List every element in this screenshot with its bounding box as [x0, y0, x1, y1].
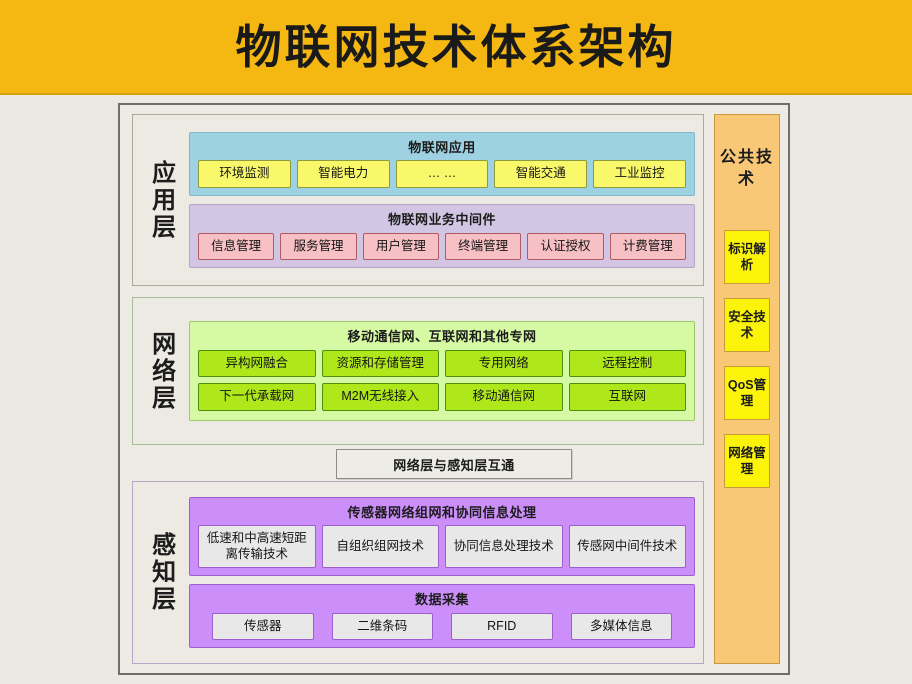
group-title-iot-applications: 物联网应用 [408, 139, 476, 155]
chip-collaborative-information-processing[interactable]: 协同信息处理技术 [445, 525, 563, 569]
chip-row: 下一代承载网 M2M无线接入 移动通信网 互联网 [198, 383, 686, 411]
chip-qr-barcode[interactable]: 二维条码 [331, 612, 433, 641]
group-iot-applications: 物联网应用 环境监测 智能电力 … … 智能交通 工业监控 [189, 131, 695, 196]
chip-sensor[interactable]: 传感器 [212, 612, 314, 641]
chip-billing-management[interactable]: 计费管理 [609, 232, 686, 261]
group-title-mobile-internet-networks: 移动通信网、互联网和其他专网 [347, 329, 537, 345]
chip-dedicated-network[interactable]: 专用网络 [445, 349, 563, 378]
chip-row: 信息管理 服务管理 用户管理 终端管理 认证授权 计费管理 [198, 232, 686, 261]
layer-body-network: 移动通信网、互联网和其他专网 异构网融合 资源和存储管理 专用网络 远程控制 下… [189, 298, 703, 444]
page-title: 物联网技术体系架构 [235, 20, 677, 73]
layer-label-application: 应用层 [133, 115, 189, 285]
pt-chip-qos-management[interactable]: QoS管理 [724, 366, 770, 421]
chip-m2m-wireless-access[interactable]: M2M无线接入 [321, 383, 439, 411]
layer-label-perception: 感知层 [133, 482, 189, 663]
chip-authentication-authorization[interactable]: 认证授权 [527, 232, 604, 261]
chip-terminal-management[interactable]: 终端管理 [444, 232, 522, 261]
chip-user-management[interactable]: 用户管理 [362, 232, 439, 261]
layer-label-application-text: 应用层 [147, 159, 175, 241]
chip-multimedia-information[interactable]: 多媒体信息 [570, 612, 672, 641]
chip-short-range-transmission-technology[interactable]: 低速和中高速短距离传输技术 [198, 525, 316, 569]
public-technology-title: 公共技术 [719, 149, 774, 188]
layer-label-perception-text: 感知层 [147, 532, 175, 613]
title-banner: 物联网技术体系架构 [0, 0, 912, 95]
interconnect-badge: 网络层与感知层互通 [336, 449, 572, 479]
chip-information-management[interactable]: 信息管理 [198, 232, 275, 261]
chip-service-management[interactable]: 服务管理 [280, 232, 357, 261]
layer-perception: 感知层 传感器网络组网和协同信息处理 低速和中高速短距离传输技术 自组织组网技术… [132, 481, 704, 664]
pt-chip-identifier-resolution[interactable]: 标识解析 [724, 230, 770, 285]
group-business-middleware: 物联网业务中间件 信息管理 服务管理 用户管理 终端管理 认证授权 计费管理 [189, 204, 695, 269]
chip-mobile-communication-network[interactable]: 移动通信网 [445, 383, 563, 411]
chip-rfid[interactable]: RFID [451, 612, 553, 641]
chip-remote-control[interactable]: 远程控制 [568, 349, 686, 378]
chip-industrial-monitoring[interactable]: 工业监控 [593, 160, 686, 188]
chip-internet[interactable]: 互联网 [568, 383, 686, 411]
layer-body-application: 物联网应用 环境监测 智能电力 … … 智能交通 工业监控 物联网业务中间件 信… [189, 115, 703, 285]
chip-environment-monitoring[interactable]: 环境监测 [198, 160, 291, 188]
group-sensor-network: 传感器网络组网和协同信息处理 低速和中高速短距离传输技术 自组织组网技术 协同信… [189, 496, 695, 577]
architecture-diagram: 应用层 物联网应用 环境监测 智能电力 … … 智能交通 工业监控 物联网业务中… [118, 103, 790, 675]
group-title-business-middleware: 物联网业务中间件 [387, 212, 496, 227]
layer-body-perception: 传感器网络组网和协同信息处理 低速和中高速短距离传输技术 自组织组网技术 协同信… [189, 482, 703, 663]
chip-sensor-network-middleware-technology[interactable]: 传感网中间件技术 [568, 525, 686, 569]
pt-chip-network-management[interactable]: 网络管理 [724, 434, 770, 489]
chip-row: 传感器 二维条码 RFID 多媒体信息 [198, 612, 686, 641]
pt-chip-security-technology[interactable]: 安全技术 [724, 298, 770, 353]
layer-network: 网络层 移动通信网、互联网和其他专网 异构网融合 资源和存储管理 专用网络 远程… [132, 297, 704, 445]
chip-next-generation-bearer-network[interactable]: 下一代承载网 [198, 383, 316, 411]
group-mobile-internet-networks: 移动通信网、互联网和其他专网 异构网融合 资源和存储管理 专用网络 远程控制 下… [189, 321, 695, 421]
layer-application: 应用层 物联网应用 环境监测 智能电力 … … 智能交通 工业监控 物联网业务中… [132, 114, 704, 286]
chip-row: 环境监测 智能电力 … … 智能交通 工业监控 [198, 160, 686, 188]
chip-row: 异构网融合 资源和存储管理 专用网络 远程控制 [198, 349, 686, 378]
group-title-sensor-network: 传感器网络组网和协同信息处理 [347, 504, 537, 520]
chip-ellipsis[interactable]: … … [395, 160, 489, 188]
chip-smart-power[interactable]: 智能电力 [296, 160, 390, 188]
public-technology-column: 公共技术 标识解析 安全技术 QoS管理 网络管理 [714, 114, 780, 664]
group-data-collection: 数据采集 传感器 二维条码 RFID 多媒体信息 [189, 584, 695, 649]
chip-row: 低速和中高速短距离传输技术 自组织组网技术 协同信息处理技术 传感网中间件技术 [198, 525, 686, 569]
chip-self-organizing-network-technology[interactable]: 自组织组网技术 [321, 525, 439, 569]
chip-resource-storage-management[interactable]: 资源和存储管理 [321, 349, 439, 378]
chip-smart-transportation[interactable]: 智能交通 [494, 160, 588, 188]
layer-label-network: 网络层 [133, 298, 189, 444]
chip-heterogeneous-network-convergence[interactable]: 异构网融合 [198, 349, 316, 378]
group-title-data-collection: 数据采集 [414, 592, 469, 608]
layer-label-network-text: 网络层 [147, 330, 175, 412]
